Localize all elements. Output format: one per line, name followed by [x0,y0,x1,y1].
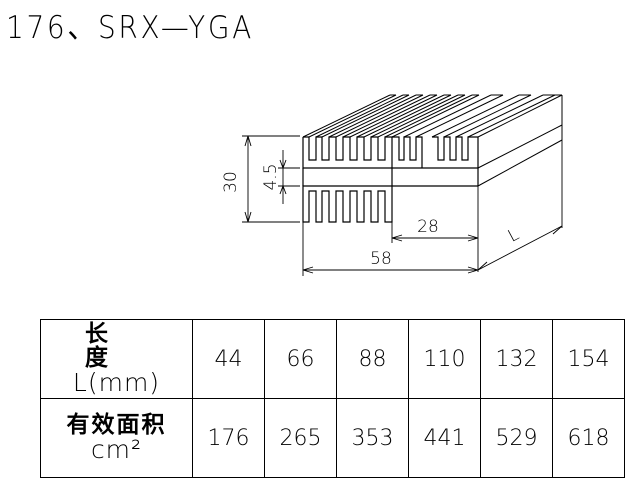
area-value: 265 [264,398,337,478]
area-value: 441 [408,398,481,478]
area-header-cell: 有效面积 cm² [40,398,193,478]
page-title: 176、SRX—YGA [6,10,255,46]
dim-inner-width-label: 28 [417,217,439,237]
area-value: 618 [552,398,625,478]
area-value: 353 [336,398,409,478]
area-value: 176 [192,398,265,478]
table-row: 有效面积 cm² 176 265 353 441 529 618 [40,398,625,478]
dim-length-label: L [505,225,523,247]
length-value: 44 [192,319,265,399]
dim-width-label: 58 [370,249,392,269]
length-value: 132 [480,319,553,399]
area-value: 529 [480,398,553,478]
length-value: 154 [552,319,625,399]
length-value: 88 [336,319,409,399]
length-value: 66 [264,319,337,399]
heatsink-extrusion [302,94,563,187]
length-header-cell: 长 度 L(mm) [40,319,193,399]
heatsink-front-profile [302,136,479,223]
area-header-bottom: cm² [90,434,143,464]
area-header-top: 有效面积 [66,410,167,438]
heatsink-drawing: 30 4.5 28 58 L [221,94,563,276]
dim-height-label: 30 [221,171,241,193]
length-header-bottom: L(mm) [72,368,161,398]
spec-table: 长 度 L(mm) 44 66 88 110 132 154 有效面积 cm² … [40,319,625,478]
length-value: 110 [408,319,481,399]
dim-gap-label: 4.5 [261,163,281,190]
table-row: 长 度 L(mm) 44 66 88 110 132 154 [40,319,625,399]
dimension-lines [242,135,563,276]
length-header-top: 长 度 [85,319,148,371]
